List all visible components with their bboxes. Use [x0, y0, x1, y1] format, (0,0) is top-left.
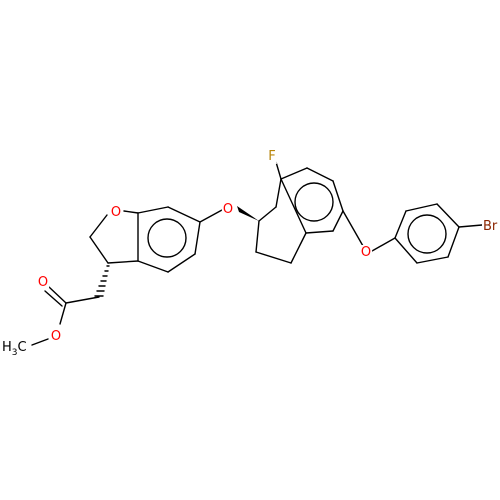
hashed-bond [94, 265, 110, 297]
bond-c-o [342, 210, 364, 247]
atom-label-background [109, 205, 123, 220]
bond-c-o-double [44, 290, 63, 307]
atom-label-o-ester: O [51, 329, 61, 344]
bond [123, 210, 139, 214]
bond [65, 296, 100, 304]
bond-c-f [275, 161, 282, 180]
bond [258, 206, 277, 222]
bond [405, 203, 438, 212]
atom-label-o-bridge: O [223, 202, 233, 217]
methyl-c: C [18, 340, 27, 355]
indane-cyclopentane-ring [255, 178, 307, 264]
bond [89, 236, 109, 264]
benzofuran-benzene-ring [137, 206, 201, 273]
bond [137, 206, 169, 214]
atom-label-background [1, 340, 28, 358]
bond [280, 178, 307, 234]
atom-label-o-furan: O [111, 205, 121, 220]
atom-label-f: F [268, 149, 275, 164]
aromatic-circle [147, 218, 187, 258]
atom-label-background [267, 149, 277, 164]
wedge-bond [237, 206, 259, 221]
bond-o-c [371, 237, 396, 252]
atom-label-br: Br [483, 219, 498, 234]
bond [255, 220, 260, 253]
bond [137, 260, 169, 273]
bond [167, 253, 196, 273]
bond [305, 230, 334, 234]
bond [447, 226, 460, 258]
aromatic-circle [407, 214, 447, 254]
bond [107, 260, 139, 264]
atom-label-background [36, 275, 50, 290]
bond [290, 232, 307, 264]
bond [89, 214, 108, 238]
bond [394, 237, 418, 264]
bond [306, 167, 334, 182]
bond [194, 221, 201, 255]
bromophenyl-ring [394, 203, 460, 264]
bond [167, 206, 201, 223]
atom-label-methyl: H3C [2, 340, 27, 358]
bond-c-o-double [48, 286, 67, 304]
bond [394, 210, 407, 239]
atom-label-o-aryl: O [361, 245, 371, 260]
bond-o-ch3 [31, 338, 49, 346]
bond [275, 178, 282, 208]
bond [332, 210, 344, 232]
atom-label-o-carbonyl: O [38, 275, 48, 290]
bond [436, 203, 460, 228]
bond-o-aryl [199, 209, 223, 223]
dihydrofuran-ring [89, 210, 139, 264]
atom-label-background [359, 245, 373, 260]
atom-label-background [221, 202, 235, 217]
aromatic-circle [294, 182, 334, 222]
bond [280, 167, 308, 180]
indane-benzene-ring [280, 167, 344, 234]
methyl-subscript: 3 [12, 348, 18, 358]
bond [416, 256, 449, 264]
bond [332, 180, 344, 212]
bond-c-br [458, 224, 483, 228]
methyl-h: H [2, 340, 12, 355]
atom-label-background [49, 329, 63, 344]
bond [255, 251, 292, 264]
atom-label-background [482, 219, 499, 234]
bond-c-o [59, 302, 67, 325]
